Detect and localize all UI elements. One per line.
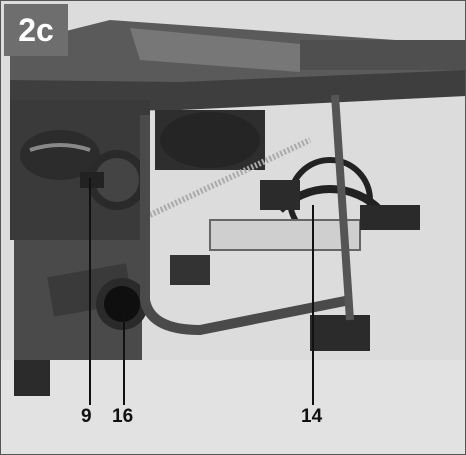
callout-14: 14: [301, 406, 323, 427]
callout-16: 16: [112, 406, 134, 427]
figure-label: 2c: [4, 4, 68, 56]
callout-9: 9: [81, 406, 92, 427]
